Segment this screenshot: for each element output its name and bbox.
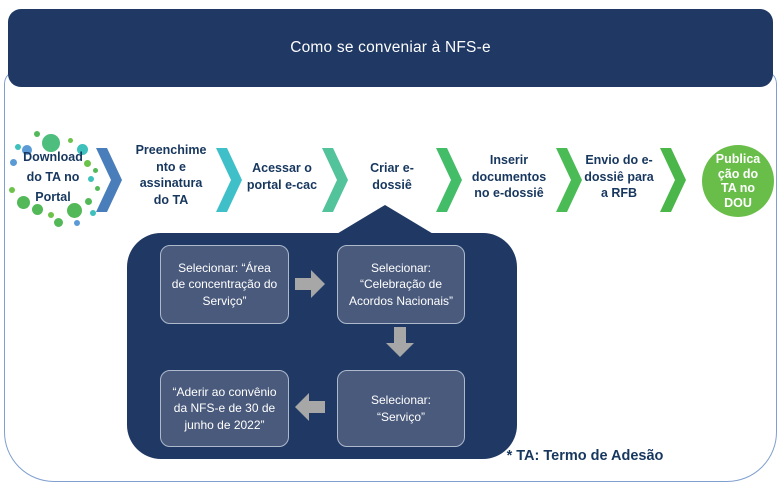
title-banner: Como se conveniar à NFS-e bbox=[8, 9, 773, 87]
chevron-right-icon bbox=[556, 148, 582, 212]
chevron-right-icon bbox=[322, 148, 348, 212]
arrow-left-icon bbox=[295, 393, 325, 421]
callout-pointer bbox=[335, 205, 435, 235]
page-title: Como se conveniar à NFS-e bbox=[290, 39, 491, 56]
chevron-right-icon bbox=[96, 148, 122, 212]
chevron-right-icon bbox=[436, 148, 462, 212]
footnote-ta-definition: * TA: Termo de Adesão bbox=[506, 448, 664, 464]
step-criar-edossie: Criar e-dossiê bbox=[370, 161, 414, 192]
subprocess-box-servico: Selecionar:“Serviço” bbox=[337, 370, 465, 447]
arrow-down-icon bbox=[386, 327, 414, 357]
chevron-right-icon bbox=[216, 148, 242, 212]
chevron-right-icon bbox=[660, 148, 686, 212]
arrow-right-icon bbox=[295, 270, 325, 298]
